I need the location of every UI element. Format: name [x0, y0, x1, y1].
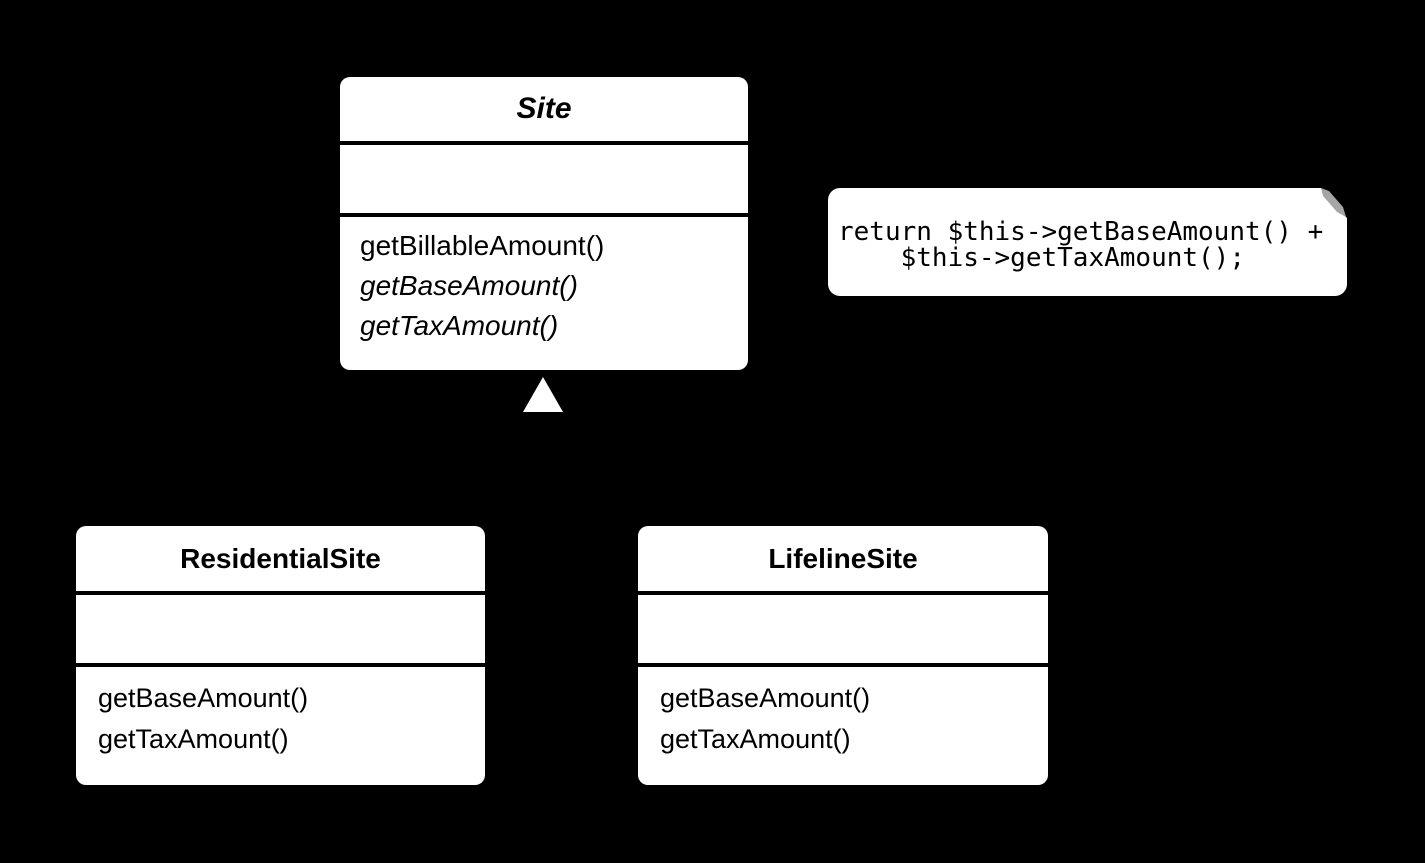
note-code-line-2: $this->getTaxAmount();	[838, 243, 1245, 273]
method-getTaxAmount: getTaxAmount()	[660, 724, 851, 754]
method-getBillableAmount: getBillableAmount()	[360, 230, 605, 261]
method-getBaseAmount: getBaseAmount()	[660, 683, 871, 713]
uml-note: return $this->getBaseAmount() + $this->g…	[828, 188, 1347, 296]
method-getBaseAmount: getBaseAmount()	[98, 683, 309, 713]
class-title-site: Site	[340, 77, 748, 145]
class-box-lifeline-site: LifelineSite getBaseAmount() getTaxAmoun…	[638, 526, 1048, 785]
class-box-site: Site getBillableAmount() getBaseAmount()…	[340, 77, 748, 370]
class-attributes-site	[340, 145, 748, 217]
method-getTaxAmount: getTaxAmount()	[98, 724, 289, 754]
class-title-lifeline-site: LifelineSite	[638, 526, 1048, 595]
note-code-line-1: return $this->getBaseAmount() +	[838, 217, 1324, 247]
class-attributes-lifeline-site	[638, 595, 1048, 667]
class-title-residential-site: ResidentialSite	[76, 526, 485, 595]
class-attributes-residential-site	[76, 595, 485, 667]
note-folded-corner-icon	[1321, 188, 1347, 218]
class-methods-residential-site: getBaseAmount() getTaxAmount()	[76, 667, 485, 785]
inheritance-triangle-icon	[523, 377, 563, 412]
method-getTaxAmount-abstract: getTaxAmount()	[360, 310, 559, 341]
class-methods-lifeline-site: getBaseAmount() getTaxAmount()	[638, 667, 1048, 785]
class-methods-site: getBillableAmount() getBaseAmount() getT…	[340, 217, 748, 370]
class-box-residential-site: ResidentialSite getBaseAmount() getTaxAm…	[76, 526, 485, 785]
method-getBaseAmount-abstract: getBaseAmount()	[360, 270, 578, 301]
